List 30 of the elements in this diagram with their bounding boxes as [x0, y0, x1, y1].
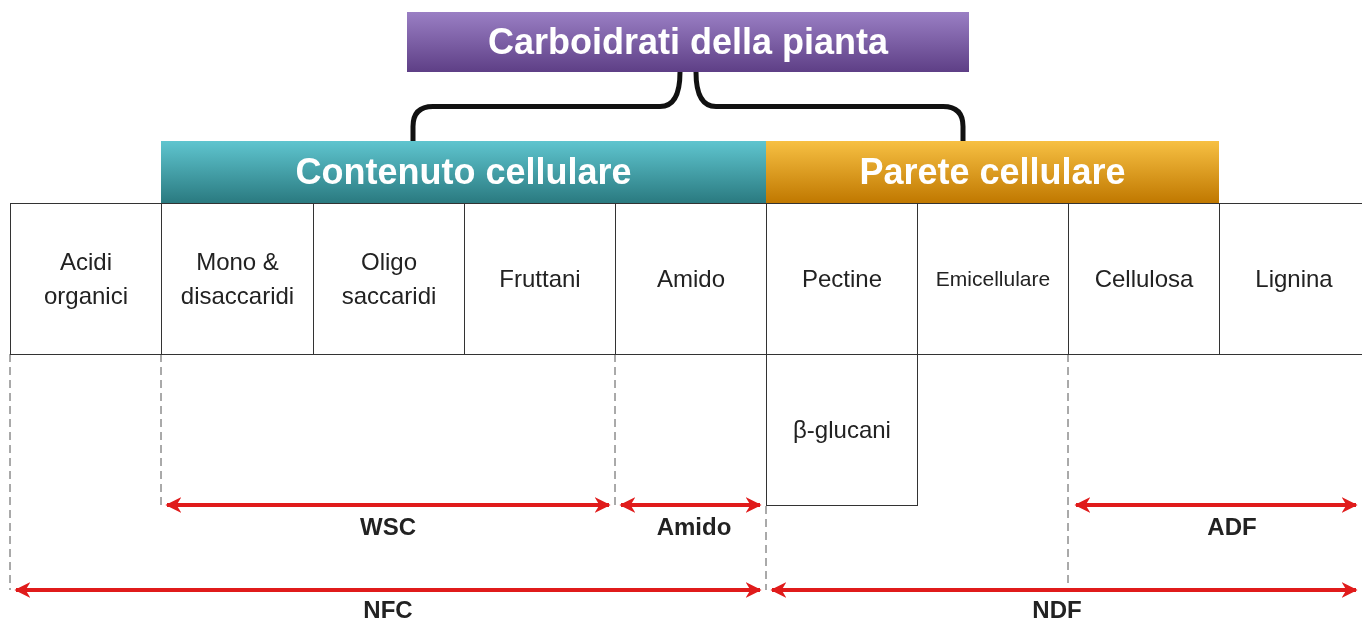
- category-cell: [313, 203, 465, 355]
- dimension-label: ADF: [1207, 513, 1257, 541]
- category-cell: [10, 203, 162, 355]
- header-text: Parete cellulare: [858, 151, 1127, 193]
- category-header: [766, 141, 1219, 203]
- category-label: Acidi organici: [42, 247, 129, 311]
- category-label: Emicellulare: [934, 266, 1052, 293]
- category-label: Oligo saccaridi: [340, 247, 438, 311]
- title-text: Carboidrati della pianta: [486, 21, 890, 63]
- dimension-label: NFC: [363, 596, 413, 624]
- dimension-label: WSC: [360, 513, 416, 541]
- category-cell: [1219, 203, 1362, 355]
- category-label: Amido: [656, 264, 726, 295]
- category-cell: [766, 354, 918, 506]
- header-text: Contenuto cellulare: [294, 151, 633, 193]
- category-cell: [161, 203, 314, 355]
- category-label: Pectine: [800, 264, 884, 295]
- category-label: β-glucani: [792, 415, 892, 446]
- category-cell: [917, 203, 1069, 355]
- category-cell: [615, 203, 767, 355]
- category-cell: [1068, 203, 1220, 355]
- dimension-label: Amido: [656, 513, 732, 541]
- category-label: Mono & disaccaridi: [179, 247, 296, 311]
- category-label: Lignina: [1254, 264, 1334, 295]
- title-bar: [407, 12, 969, 72]
- dimension-label: NDF: [1032, 596, 1082, 624]
- category-header: [161, 141, 766, 203]
- category-cell: [464, 203, 616, 355]
- category-label: Fruttani: [498, 264, 582, 295]
- category-label: Cellulosa: [1093, 264, 1195, 295]
